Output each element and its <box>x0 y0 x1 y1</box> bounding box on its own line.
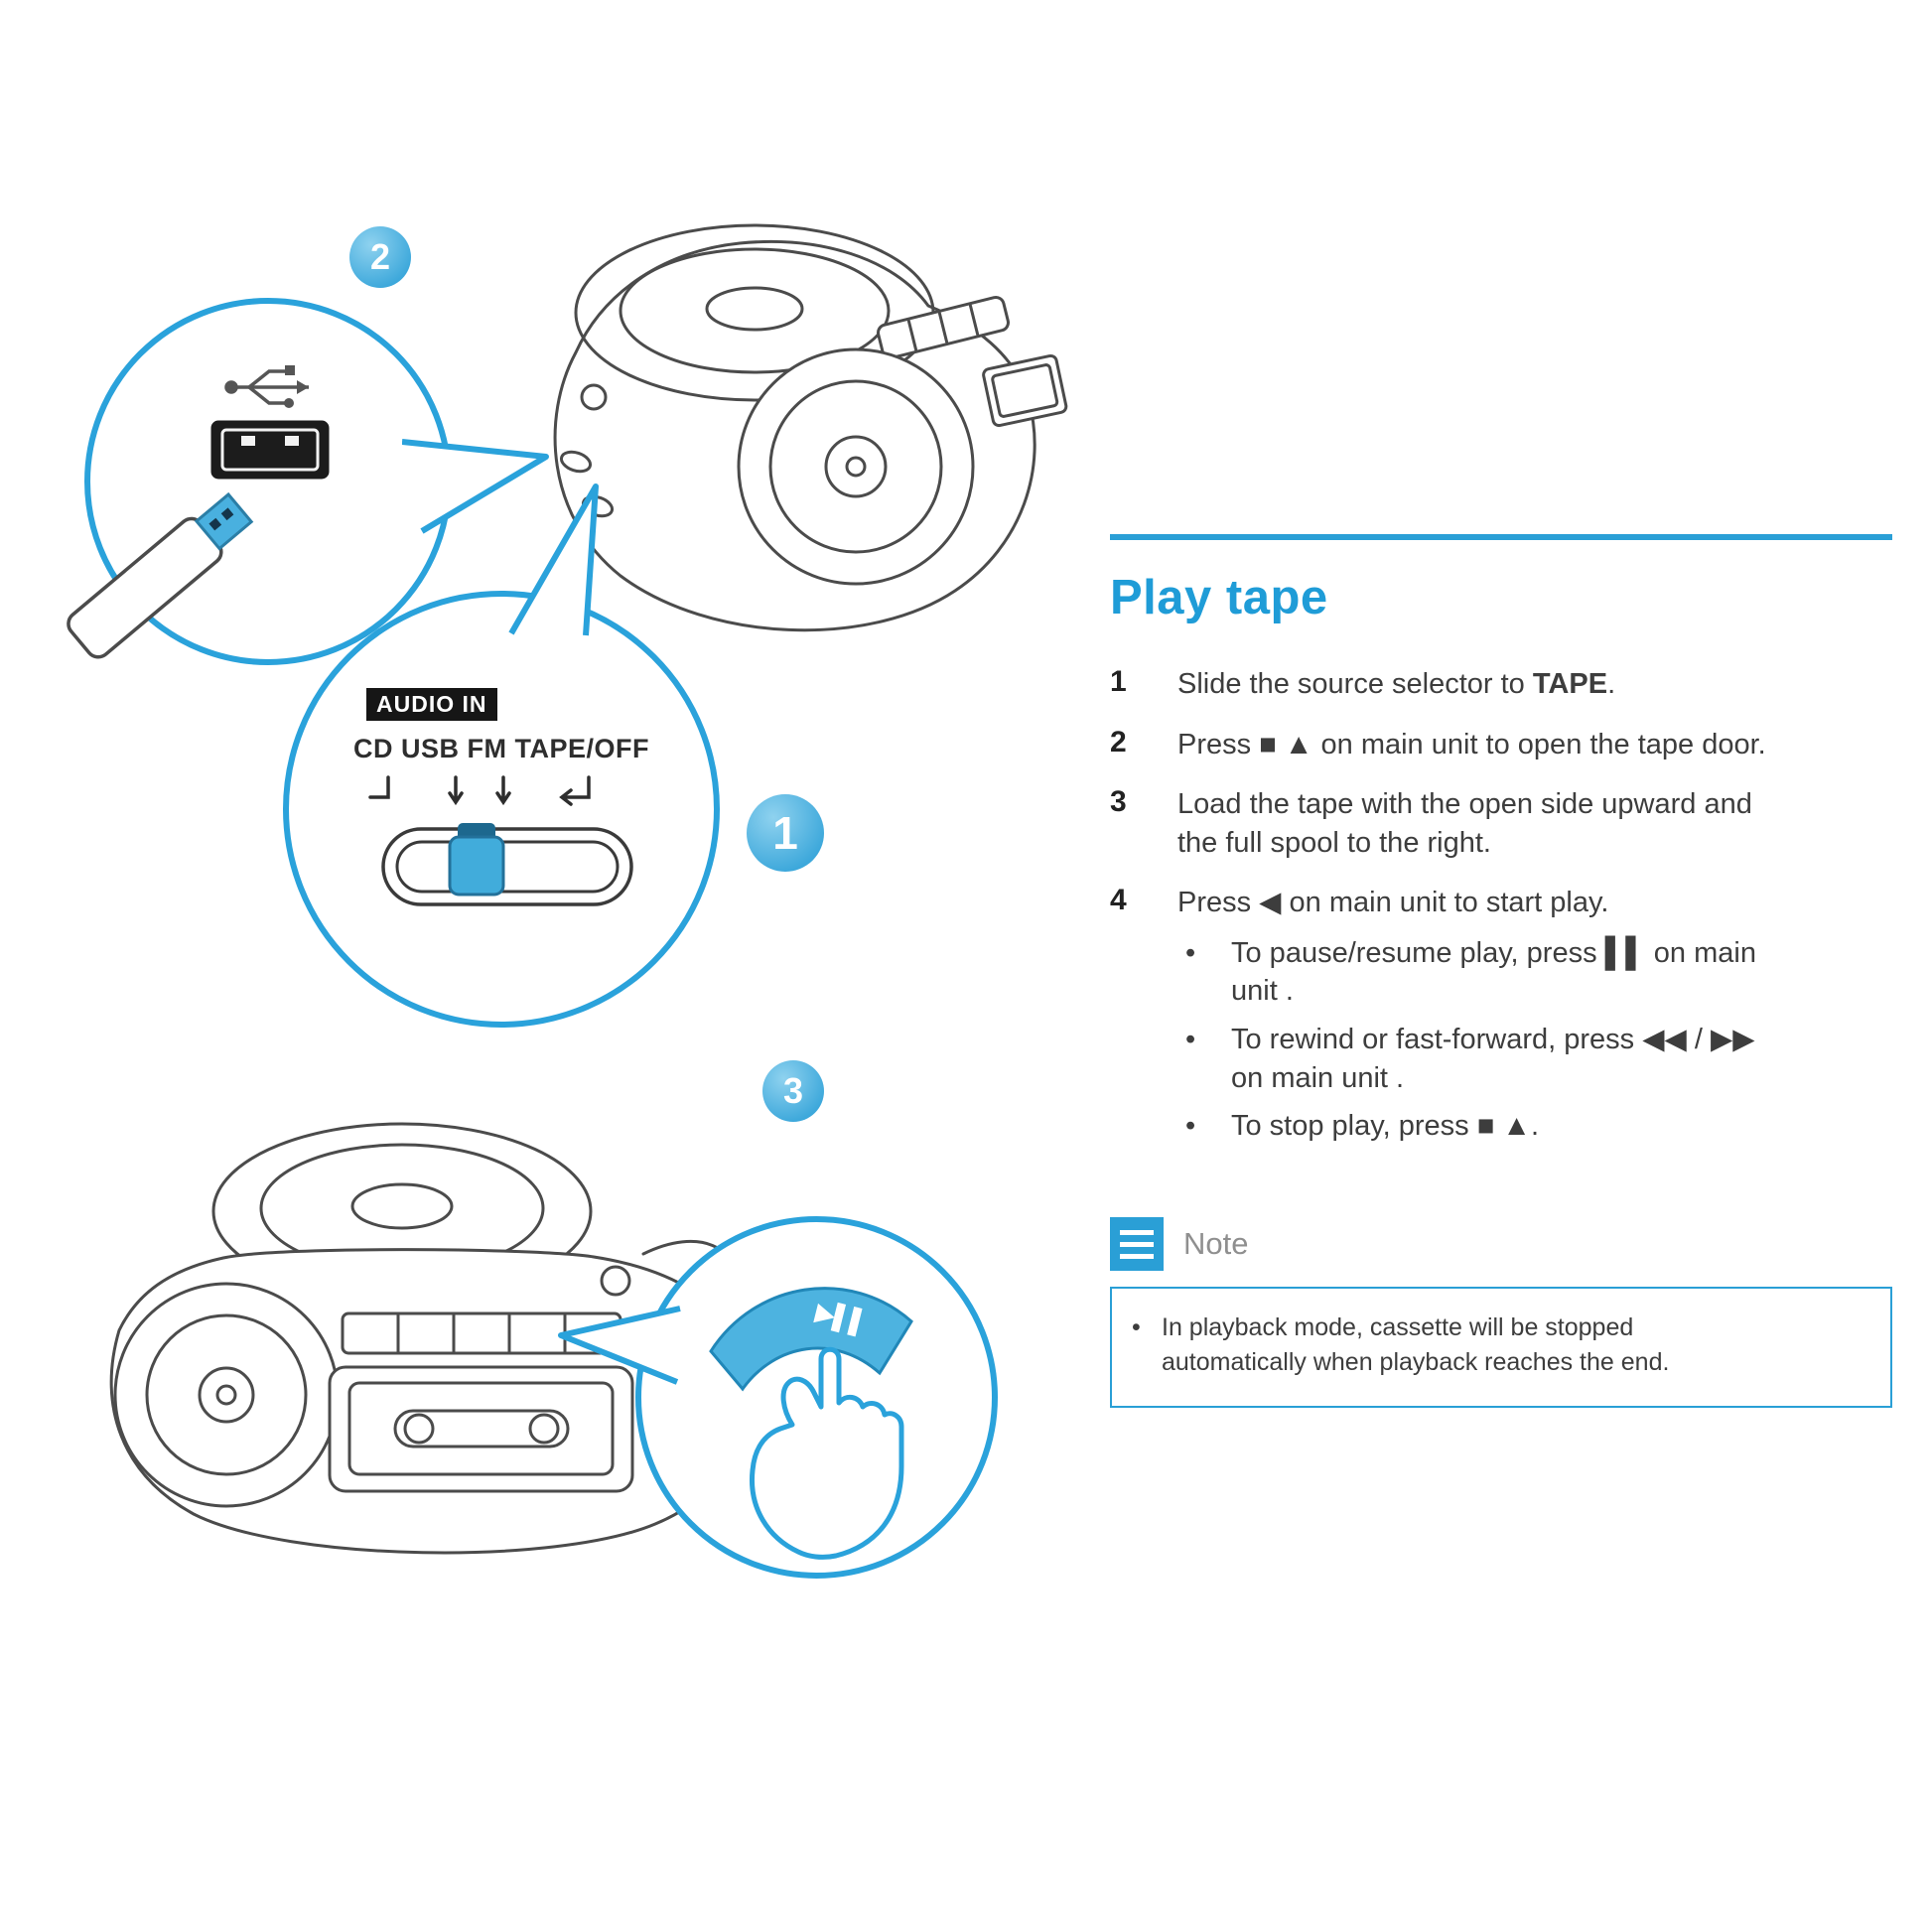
note-text: In playback mode, cassette will be stopp… <box>1162 1312 1670 1376</box>
bullet-rewind: To rewind or fast-forward, press ◀◀ / ▶▶… <box>1177 1021 1783 1097</box>
play-button-callout: ▶▌▌ <box>635 1216 998 1579</box>
step-4: 4 Press ◀ on main unit to start play. To… <box>1110 884 1892 1155</box>
step-4-bullets: To pause/resume play, press ▌▌ on main u… <box>1177 934 1783 1146</box>
boombox-bottom-illustration <box>109 1122 751 1555</box>
boombox-top-illustration <box>553 223 1068 632</box>
step-1-text-pre: Slide the source selector to <box>1177 668 1533 700</box>
step-badge-1: 1 <box>747 794 824 872</box>
instructions-column: Play tape 1 Slide the source selector to… <box>1110 534 1892 1408</box>
step-3: 3 Load the tape with the open side upwar… <box>1110 785 1892 862</box>
step-1: 1 Slide the source selector to TAPE. <box>1110 665 1892 704</box>
selector-options-label: CD USB FM TAPE/OFF <box>353 734 649 763</box>
usb-callout-pointer <box>402 439 549 534</box>
note-label: Note <box>1183 1225 1249 1261</box>
page-title: Play tape <box>1110 571 1328 624</box>
play-pause-key <box>709 1287 913 1392</box>
bullet-stop: To stop play, press ■ ▲. <box>1177 1107 1783 1146</box>
step-2: 2 Press ■ ▲ on main unit to open the tap… <box>1110 726 1892 764</box>
step-2-text: Press ■ ▲ on main unit to open the tape … <box>1177 728 1766 760</box>
usb-connection-illustration <box>67 365 330 659</box>
step-1-number: 1 <box>1110 665 1127 698</box>
bullet-pause-text: To pause/resume play, press ▌▌ on main u… <box>1231 936 1756 1008</box>
step-4-body: Press ◀ on main unit to start play. To p… <box>1177 884 1783 1155</box>
badge-1-number: 1 <box>772 807 798 859</box>
usb-port-icon <box>210 420 330 480</box>
selector-callout-pointer <box>508 483 599 636</box>
source-selector-switch <box>381 823 633 906</box>
bullet-rewind-text: To rewind or fast-forward, press ◀◀ / ▶▶… <box>1231 1023 1755 1094</box>
audio-in-label: AUDIO IN <box>366 688 497 721</box>
note-box: In playback mode, cassette will be stopp… <box>1110 1286 1892 1408</box>
step-4-number: 4 <box>1110 884 1127 917</box>
usb-symbol-icon <box>224 365 309 408</box>
source-selector-callout: AUDIO IN CD USB FM TAPE/OFF <box>283 591 720 1028</box>
usb-callout <box>67 298 452 665</box>
hand-icon <box>749 1346 904 1560</box>
bullet-pause: To pause/resume play, press ▌▌ on main u… <box>1177 934 1783 1011</box>
step-badge-3: 3 <box>762 1060 824 1122</box>
bullet-stop-text: To stop play, press ■ ▲. <box>1231 1110 1540 1143</box>
usb-stick-icon <box>67 491 254 659</box>
badge-3-number: 3 <box>782 1070 804 1111</box>
step-badge-2: 2 <box>349 226 411 288</box>
selector-knob <box>448 835 505 897</box>
note-header: Note <box>1110 1216 1892 1271</box>
selector-position-marks-icon <box>368 775 591 806</box>
step-1-text-post: . <box>1607 668 1616 700</box>
press-play-illustration: ▶▌▌ <box>709 1287 913 1560</box>
play-callout-pointer <box>558 1306 681 1385</box>
step-4-text: Press ◀ on main unit to start play. <box>1177 887 1609 919</box>
badge-2-number: 2 <box>369 236 391 277</box>
step-1-text-emphasis: TAPE <box>1532 668 1608 700</box>
step-list: 1 Slide the source selector to TAPE. 2 P… <box>1110 665 1892 1156</box>
step-1-text: Slide the source selector to TAPE. <box>1177 665 1615 704</box>
step-2-number: 2 <box>1110 725 1127 759</box>
step-3-text: Load the tape with the open side upward … <box>1177 788 1752 859</box>
note-icon <box>1110 1216 1164 1271</box>
step-3-number: 3 <box>1110 785 1127 819</box>
section-divider <box>1110 534 1892 540</box>
